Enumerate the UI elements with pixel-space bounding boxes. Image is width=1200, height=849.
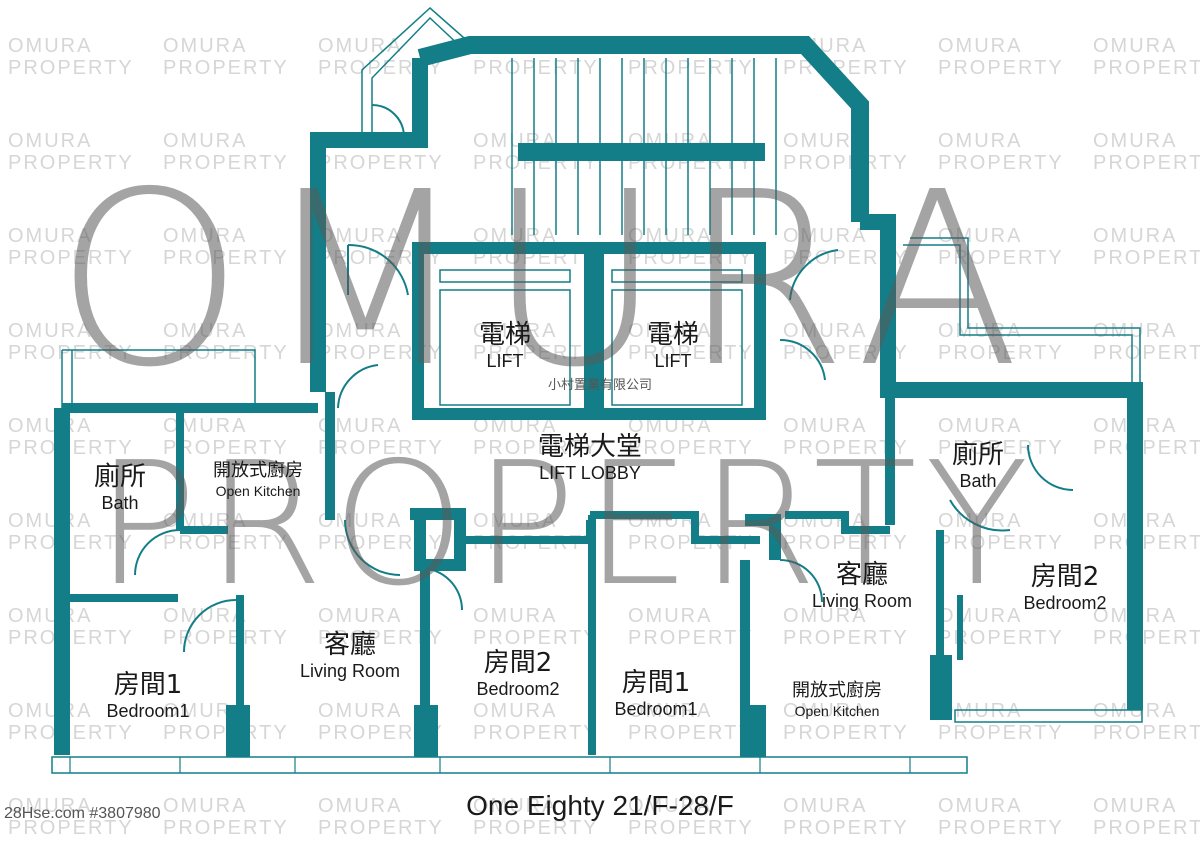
floor-caption: One Eighty 21/F-28/F <box>466 790 734 821</box>
bath-right-en: Bath <box>959 471 997 491</box>
bedroom1-mid-label: 房間1 Bedroom1 <box>614 668 697 720</box>
living-right-label: 客廳 Living Room <box>812 560 912 612</box>
bedroom2-mid-zh: 房間2 <box>483 648 553 678</box>
kitchen-left-label: 開放式廚房 Open Kitchen <box>213 460 303 500</box>
stair-treads <box>511 58 777 235</box>
kitchen-right-label: 開放式廚房 Open Kitchen <box>792 680 882 720</box>
living-left-label: 客廳 Living Room <box>300 630 400 682</box>
bedroom1-mid-zh: 房間1 <box>621 668 691 698</box>
bath-left-label: 廁所 Bath <box>94 462 146 514</box>
kitchen-right-zh: 開放式廚房 <box>792 680 882 701</box>
bedroom2-right-zh: 房間2 <box>1030 562 1100 592</box>
kitchen-right-en: Open Kitchen <box>794 703 880 719</box>
lift-lobby-label: 電梯大堂 LIFT LOBBY <box>538 432 642 484</box>
bedroom1-left-zh: 房間1 <box>113 670 183 700</box>
agency-name: 小村置業有限公司 <box>547 378 653 393</box>
bedroom2-mid-label: 房間2 Bedroom2 <box>476 648 559 700</box>
lift-lobby-zh: 電梯大堂 <box>537 432 643 462</box>
bedroom1-left-en: Bedroom1 <box>106 701 190 721</box>
lift-left-zh: 電梯 <box>478 320 532 350</box>
bedroom1-left-label: 房間1 Bedroom1 <box>106 670 189 722</box>
core-left-wall <box>310 58 428 392</box>
bath-right-zh: 廁所 <box>951 440 1005 470</box>
living-left-zh: 客廳 <box>323 630 377 660</box>
bath-left-en: Bath <box>101 493 139 513</box>
lift-right-en: LIFT <box>654 351 692 371</box>
living-right-en: Living Room <box>811 591 913 611</box>
bedroom2-mid-en: Bedroom2 <box>476 679 560 699</box>
kitchen-left-zh: 開放式廚房 <box>213 460 303 481</box>
lift-shaft-right <box>592 242 766 420</box>
lift-left-en: LIFT <box>486 351 524 371</box>
lift-lobby-en: LIFT LOBBY <box>539 463 641 483</box>
stair-core-wall <box>417 36 869 222</box>
living-right-zh: 客廳 <box>835 560 889 590</box>
lift-right-zh: 電梯 <box>646 320 700 350</box>
bedroom1-mid-en: Bedroom1 <box>614 699 698 719</box>
lift-right-label: 電梯 LIFT <box>647 320 699 372</box>
roof-line-inner <box>371 16 463 138</box>
lift-shaft-left <box>412 242 596 420</box>
living-left-en: Living Room <box>299 661 401 681</box>
window-band <box>51 756 968 774</box>
bath-right-label: 廁所 Bath <box>952 440 1004 492</box>
bath-left-zh: 廁所 <box>93 462 147 492</box>
roof-line <box>361 6 473 138</box>
bedroom2-right-en: Bedroom2 <box>1023 593 1107 613</box>
listing-id: 28Hse.com #3807980 <box>4 805 161 822</box>
bedroom2-right-label: 房間2 Bedroom2 <box>1023 562 1106 614</box>
lift-left-label: 電梯 LIFT <box>479 320 531 372</box>
kitchen-left-en: Open Kitchen <box>215 483 301 499</box>
